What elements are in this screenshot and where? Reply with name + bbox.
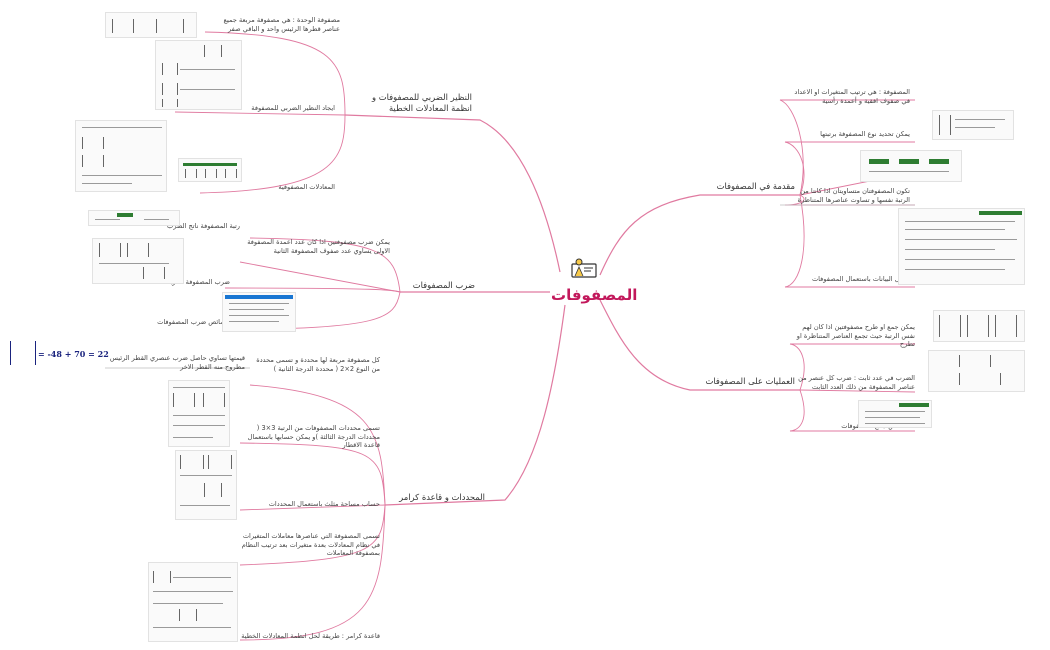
- addition-properties-image: [858, 400, 932, 428]
- intro-item-2: يمكن تحديد نوع المصفوفة برتبتها: [820, 130, 910, 138]
- inverse-item-1: مصفوفة الوحدة : هي مصفوفة مربعة جميع عنا…: [223, 16, 340, 33]
- cramer-item-6: قاعدة كرامر : طريقة لحل انظمة المعادلات …: [241, 632, 380, 640]
- data-analysis-image: [898, 208, 1025, 285]
- multiply-item-2: يمكن ضرب مصفوفتين اذا كان عدد اعمدة المص…: [247, 238, 390, 255]
- multiply-properties-image: [222, 292, 296, 332]
- ops-item-1: يمكن جمع او طرح مصفوفتين اذا كان لهم نفس…: [796, 323, 915, 349]
- inverse-item-3: المعادلات المصفوفية: [278, 183, 335, 191]
- branch-cramer: المحددات و قاعدة كرامر: [399, 492, 485, 502]
- link-cramer: [384, 304, 566, 506]
- order-example-image: [932, 110, 1014, 140]
- multiply-item-3: ضرب المصفوفة المربعة: [163, 278, 230, 286]
- identity-matrix-image: [105, 12, 197, 38]
- equation-types-image: [178, 158, 242, 182]
- matrix-types-image: [860, 150, 962, 182]
- branch-intro: مقدمة في المصفوفات: [716, 181, 795, 191]
- link-inverse: [344, 114, 561, 273]
- intro-item-4: تكون المصفوفتان متساويتان اذا كانتا من ا…: [797, 187, 910, 204]
- multiply-item-1: رتبة المصفوفة ناتج الضرب: [167, 222, 240, 230]
- multiply-item-4: خصائص ضرب المصفوفات: [157, 318, 230, 326]
- map-title: المصفوفات: [551, 286, 638, 304]
- det-bars: [10, 341, 36, 365]
- branch-ops: العمليات على المصفوفات: [705, 376, 795, 386]
- cramer-item-4: حساب مساحة مثلث باستعمال المحددات: [268, 500, 380, 508]
- cramer-item-5: تسمى المصفوفة التي عناصرها معاملات المتغ…: [241, 532, 380, 558]
- teacher-icon: [571, 258, 597, 278]
- link-intro: [599, 194, 800, 276]
- inverse-example-image: [155, 40, 242, 110]
- add-subtract-image: [933, 310, 1025, 342]
- scalar-example-image: [928, 350, 1025, 392]
- cramer-item-2: قيمتها تساوي حاصل ضرب عنصري القطر الرئيس…: [109, 354, 245, 371]
- intro-item-1: المصفوفة : هي ترتيب المتغيرات او الاعداد…: [794, 88, 910, 105]
- cramer-item-1: كل مصفوفة مربعة لها محددة و تسمى محددة م…: [256, 356, 380, 373]
- matrix-equation-image: [75, 120, 167, 192]
- intro-item-5: تحليل البيانات باستعمال المصفوفات: [811, 275, 910, 283]
- det-3x3-image: [168, 380, 230, 447]
- square-product-image: [92, 238, 184, 284]
- ops-item-2: الضرب في عدد ثابت : ضرب كل عنصر من عناصر…: [798, 374, 915, 391]
- triangle-area-image: [175, 450, 237, 520]
- cramer-rule-image: [148, 562, 238, 642]
- product-order-image: [88, 210, 180, 226]
- branch-inverse: النظير الضربي للمصفوفات و انظمة المعادلا…: [372, 92, 472, 113]
- cramer-item-3: تسمى محددات المصفوفات من الرتبة 3×3 ( مح…: [247, 424, 380, 450]
- branch-multiply: ضرب المصفوفات: [412, 280, 475, 290]
- link-ops: [599, 299, 800, 391]
- det-result: = -48 + 70 = 22: [38, 349, 109, 359]
- inverse-item-2: ايجاد النظير الضربي للمصفوفة: [251, 104, 335, 112]
